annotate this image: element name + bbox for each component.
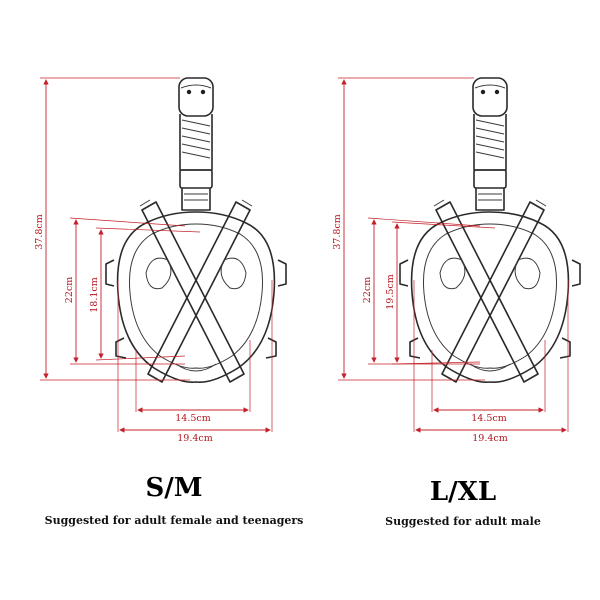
size-title: S/M xyxy=(145,473,202,503)
total-height-label: 37.8cm xyxy=(34,214,45,249)
size-caption: Suggested for adult male xyxy=(385,515,541,528)
frame-height-label: 22cm xyxy=(362,277,373,303)
snorkel-mask-icon xyxy=(399,77,581,384)
panel-sm: 37.8cm 22cm 18.1cm 14.5cm 19.4cm S/M Sug… xyxy=(34,77,304,527)
visor-width-label: 14.5cm xyxy=(471,413,506,424)
total-height-label: 37.8cm xyxy=(332,214,343,249)
panel-lxl: 37.8cm 22cm 19.5cm 14.5cm 19.4cm L/XL Su… xyxy=(332,77,581,528)
frame-width-label: 19.4cm xyxy=(472,433,507,444)
size-title: L/XL xyxy=(430,477,496,507)
visor-width-label: 14.5cm xyxy=(175,413,210,424)
frame-height-label: 22cm xyxy=(64,277,75,303)
frame-width-label: 19.4cm xyxy=(177,433,212,444)
snorkel-mask-icon xyxy=(105,77,287,384)
size-caption: Suggested for adult female and teenagers xyxy=(45,514,304,527)
visor-height-label: 19.5cm xyxy=(385,274,396,309)
visor-height-label: 18.1cm xyxy=(89,277,100,312)
